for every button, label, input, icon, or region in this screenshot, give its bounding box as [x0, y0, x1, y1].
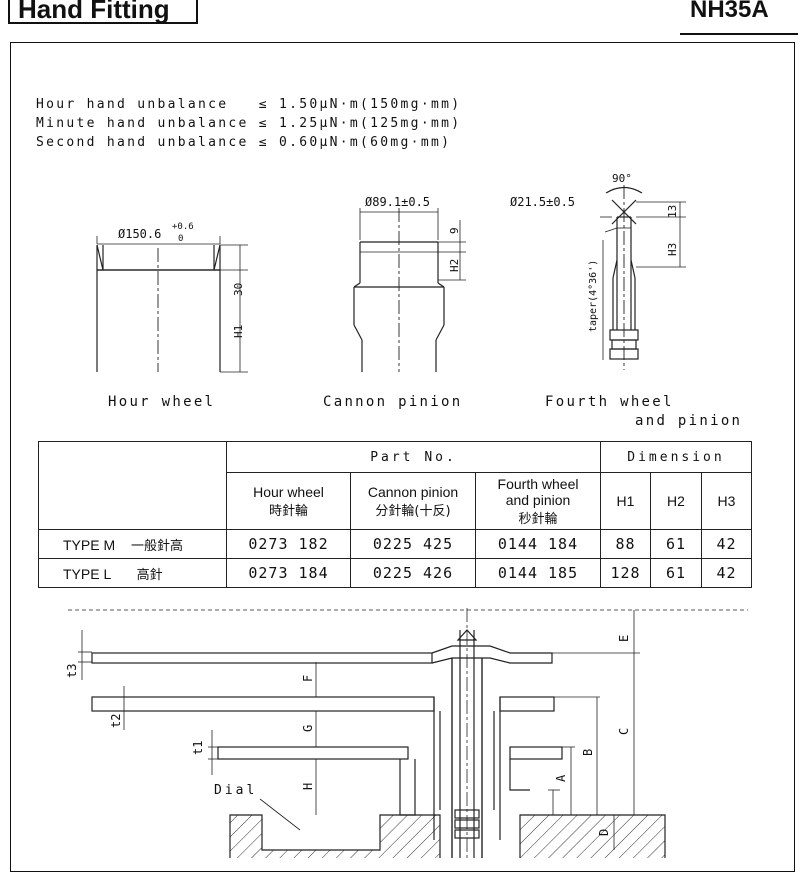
fourth-wheel-dia: Ø21.5±0.5 [510, 195, 575, 209]
parts-drawings: Ø150.6 +0.6 0 30 H1 Ø89.1±0.5 9 H2 Ø21.5… [96, 172, 686, 373]
fourth-wheel-label-2: and pinion [635, 413, 743, 429]
cell-h1: 128 [600, 558, 651, 588]
fourth-wheel-dim-13: 13 [666, 205, 679, 218]
col-h2: H2 [650, 472, 702, 530]
table-row: TYPE L 高針 0273 184 0225 426 0144 185 128… [38, 558, 752, 588]
hour-wheel-tol-plus: +0.6 [172, 222, 194, 232]
cell-hour: 0273 184 [226, 558, 351, 588]
cell-h2: 61 [650, 529, 702, 559]
cell-h3: 42 [701, 529, 752, 559]
label-G: G [301, 725, 315, 732]
hour-wheel-dia: Ø150.6 [118, 227, 161, 241]
label-D: D [597, 829, 611, 836]
model-number: NH35A [690, 0, 769, 23]
label-dial: Dial [214, 783, 257, 798]
cannon-pinion-dim-h2: H2 [448, 259, 461, 272]
part-no-header: Part No. [226, 441, 601, 473]
fourth-wheel-taper: taper(4°36') [588, 260, 599, 332]
col-fourth-wheel: Fourth wheel and pinion 秒針輪 [475, 472, 601, 530]
cannon-pinion-label: Cannon pinion [323, 394, 463, 410]
col-h1: H1 [600, 472, 651, 530]
model-underline [680, 33, 798, 35]
cell-h2: 61 [650, 558, 702, 588]
hour-wheel-tol-zero: 0 [178, 234, 183, 244]
cell-hour: 0273 182 [226, 529, 351, 559]
col-cannon-line2: 分針輪(十反) [375, 503, 451, 519]
unbalance-hour: Hour hand unbalance ≤ 1.50μN·m(150mg·mm) [36, 97, 462, 112]
fourth-wheel-drawing [600, 185, 686, 370]
unbalance-minute: Minute hand unbalance ≤ 1.25μN·m(125mg·m… [36, 116, 462, 131]
title-box [8, 0, 198, 24]
col-fourth-line1: Fourth wheel [497, 475, 579, 492]
hour-wheel-dim-30: 30 [232, 283, 245, 296]
label-C: C [617, 728, 631, 735]
assembly-section: t3 t2 t1 F G H E C B A D Dial [65, 608, 748, 858]
table-corner [38, 441, 227, 530]
row-type-cell: TYPE M 一般針高 [38, 529, 227, 559]
table-row: TYPE M 一般針高 0273 182 0225 425 0144 184 8… [38, 529, 752, 559]
cell-fourth: 0144 185 [475, 558, 601, 588]
label-B: B [581, 749, 595, 756]
cannon-pinion-dia: Ø89.1±0.5 [365, 195, 430, 209]
label-H: H [301, 783, 315, 790]
row-type: TYPE M [63, 536, 116, 553]
col-cannon-line1: Cannon pinion [367, 483, 459, 500]
parts-table: Part No. Dimension Hour wheel 時針輪 Cannon… [38, 441, 752, 588]
cannon-pinion-drawing [353, 208, 466, 372]
row-type: TYPE L [63, 565, 111, 582]
label-t1: t1 [191, 741, 205, 755]
hour-wheel-dim-h1: H1 [232, 325, 245, 338]
col-h3: H3 [701, 472, 752, 530]
label-F: F [301, 675, 315, 682]
label-t3: t3 [65, 664, 79, 678]
label-t2: t2 [109, 714, 123, 728]
cell-fourth: 0144 184 [475, 529, 601, 559]
row-type-cell: TYPE L 高針 [38, 558, 227, 588]
cell-h3: 42 [701, 558, 752, 588]
hour-wheel-label: Hour wheel [108, 394, 216, 410]
label-E: E [617, 635, 631, 642]
col-hour-line1: Hour wheel [253, 483, 324, 500]
fourth-wheel-angle: 90° [612, 172, 632, 185]
row-type-jp: 高針 [136, 567, 163, 583]
cell-cannon: 0225 425 [350, 529, 476, 559]
cell-cannon: 0225 426 [350, 558, 476, 588]
col-hour-line2: 時針輪 [268, 503, 308, 519]
col-cannon-pinion: Cannon pinion 分針輪(十反) [350, 472, 476, 530]
col-hour-wheel: Hour wheel 時針輪 [226, 472, 351, 530]
fourth-wheel-dim-h3: H3 [666, 243, 679, 256]
row-type-jp: 一般針高 [131, 538, 184, 554]
unbalance-second: Second hand unbalance ≤ 0.60μN·m(60mg·mm… [36, 135, 452, 150]
page-title: Hand Fitting [18, 0, 170, 24]
fourth-wheel-label-1: Fourth wheel [545, 394, 674, 410]
label-A: A [554, 774, 568, 782]
col-fourth-line3: 秒針輪 [518, 511, 558, 527]
dimension-header: Dimension [600, 441, 752, 473]
hour-wheel-drawing [96, 236, 248, 373]
cell-h1: 88 [600, 529, 651, 559]
cannon-pinion-dim-9: 9 [448, 227, 461, 234]
col-fourth-line2: and pinion [505, 491, 571, 508]
